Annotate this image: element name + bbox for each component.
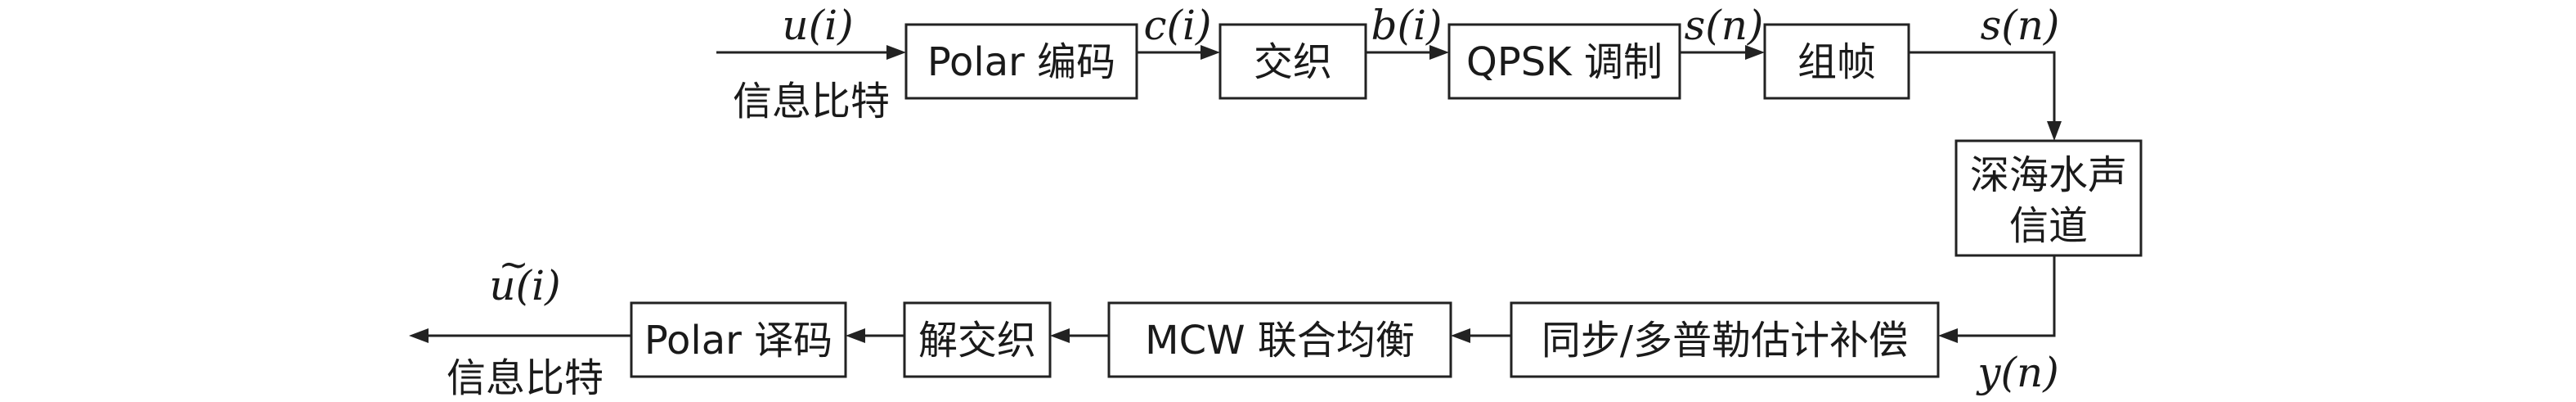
b-signal-label: b(i) [1371, 2, 1442, 49]
output-caption: 信息比特 [447, 355, 604, 401]
channel-label-line2: 信道 [2009, 203, 2088, 249]
sync-doppler-label: 同步/多普勒估计补偿 [1542, 318, 1908, 364]
mcw-equalizer-label: MCW 联合均衡 [1145, 318, 1415, 364]
polar-decoder-block [630, 301, 847, 378]
channel-block [1954, 139, 2143, 257]
mcw-equalizer-block [1107, 301, 1452, 378]
deinterleave-to-decoder-head [846, 328, 865, 343]
framing-to-channel-head [2047, 121, 2062, 141]
sync-to-mcw-head [1451, 328, 1470, 343]
input-signal-label: u(i) [782, 2, 853, 49]
framing-label: 组帧 [1797, 39, 1876, 85]
deinterleaver-label: 解交织 [918, 318, 1036, 364]
s-arrow-head [1745, 45, 1765, 60]
deinterleaver-block [903, 301, 1052, 378]
input-arrow-head [886, 45, 906, 60]
mcw-to-deinterleave-head [1050, 328, 1070, 343]
framing-block [1763, 23, 1910, 100]
channel-to-sync-head [1938, 328, 1958, 343]
y-signal-label: y(n) [1976, 349, 2058, 396]
polar-decoder-label: Polar 译码 [644, 318, 832, 364]
qpsk-modulator-block [1447, 23, 1681, 100]
interleaver-label: 交织 [1254, 39, 1332, 85]
output-arrow-head [409, 328, 429, 343]
framing-to-channel-line [1909, 51, 2056, 124]
b-arrow-head [1429, 45, 1449, 60]
output-signal-label: u(i) [489, 262, 560, 309]
interleaver-block [1218, 23, 1367, 100]
output-tilde-mark: ~ [499, 244, 529, 286]
channel-label-line1: 深海水声 [1970, 152, 2127, 198]
input-caption: 信息比特 [733, 79, 890, 124]
qpsk-modulator-label: QPSK 调制 [1466, 39, 1663, 85]
s-signal-label-2: s(n) [1981, 2, 2060, 49]
c-arrow-head [1200, 45, 1220, 60]
polar-encoder-block [904, 23, 1138, 100]
polar-encoder-label: Polar 编码 [927, 39, 1115, 85]
s-signal-label-1: s(n) [1685, 2, 1764, 49]
channel-to-sync-line [1954, 255, 2056, 337]
c-signal-label: c(i) [1143, 2, 1211, 49]
sync-doppler-block [1510, 301, 1940, 378]
